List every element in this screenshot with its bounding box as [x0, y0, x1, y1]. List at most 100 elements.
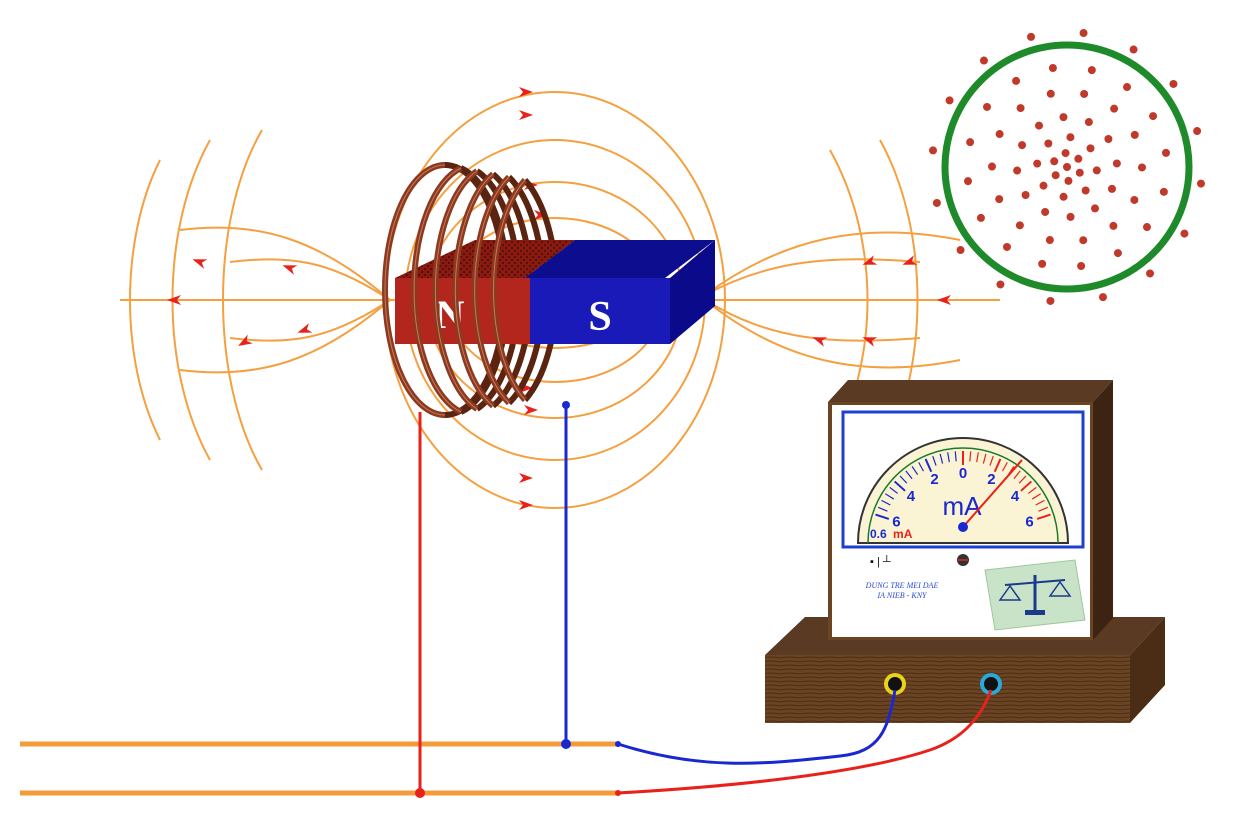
bar-magnet: N S [395, 240, 715, 344]
field-dot [1081, 186, 1090, 195]
field-arrow [862, 337, 878, 347]
field-arrow [519, 473, 533, 483]
field-dot [1161, 148, 1170, 157]
scales-logo [984, 559, 1086, 631]
field-dot [976, 213, 985, 222]
meter-pivot [958, 522, 968, 532]
coil-turn-highlight [384, 164, 446, 416]
field-dot [1146, 269, 1155, 278]
magnet-end-face [670, 240, 715, 344]
field-dot [1002, 242, 1011, 251]
field-dot [1015, 221, 1024, 230]
field-dot [1110, 104, 1119, 113]
meter-tick [1013, 470, 1021, 480]
meter-scale-label: 2 [930, 471, 938, 488]
field-dot [1130, 195, 1139, 204]
field-dot [1087, 66, 1096, 75]
meter-tick [885, 493, 895, 500]
meter-tick [1035, 499, 1045, 506]
meter-tick [947, 452, 950, 463]
meter-scale-label: 2 [987, 471, 995, 488]
field-dot [966, 138, 975, 147]
field-line-curve [179, 299, 391, 374]
field-dot [1033, 159, 1042, 168]
field-dot [1066, 212, 1075, 221]
field-dot [1084, 118, 1093, 127]
red-meter-wire [617, 689, 993, 795]
meter-tick [893, 480, 906, 492]
field-line-curve [704, 231, 961, 296]
field-line-curve [222, 129, 263, 471]
field-dot [1137, 163, 1146, 172]
field-arrow [238, 334, 253, 346]
meter-tick [911, 466, 919, 476]
meter-scale-label: 6 [1025, 513, 1033, 530]
field-arrow [519, 110, 533, 120]
magnet-south-face [530, 278, 670, 344]
meter-tick [982, 453, 987, 464]
field-dot [1196, 179, 1205, 188]
meter-reading-value: 0.6 [870, 527, 887, 541]
field-dot [1077, 261, 1086, 270]
magnet-top-north [395, 240, 575, 278]
field-arrow [192, 259, 208, 269]
field-dot [1079, 29, 1088, 38]
field-dot [1169, 79, 1178, 88]
meter-tick [875, 513, 890, 520]
field-dot [1079, 236, 1088, 245]
coil-leads [415, 401, 571, 798]
field-dot [995, 195, 1004, 204]
field-dot [988, 162, 997, 171]
cross-section-ring [941, 41, 1193, 293]
meter-reading-unit: mA [893, 527, 913, 541]
field-arrow [812, 337, 828, 347]
meter-needle [962, 459, 1023, 528]
south-pole-label: S [588, 294, 611, 340]
meter-tick [993, 458, 1002, 473]
field-dot [1092, 166, 1101, 175]
meter-case-top [828, 380, 1113, 402]
field-line-curve [129, 159, 161, 441]
field-dot [1142, 223, 1151, 232]
meter-tick [989, 455, 994, 466]
magnet-top-south [525, 240, 715, 278]
field-dot [1038, 259, 1047, 268]
field-arrow [937, 295, 951, 305]
coil-front-turns [382, 162, 528, 418]
field-dot [1104, 134, 1113, 143]
meter-tick [889, 486, 899, 494]
field-arrow [862, 255, 878, 265]
meter-tick [969, 451, 972, 462]
field-arrow [519, 500, 533, 510]
field-dot [1159, 187, 1168, 196]
meter-tick [1036, 513, 1051, 520]
field-dot [1091, 204, 1100, 213]
field-dot [1064, 176, 1073, 185]
field-arrow [519, 87, 533, 97]
meter-scale-ticks [875, 451, 1051, 520]
field-line-curve [704, 299, 961, 369]
field-dot [1074, 154, 1083, 163]
meter-case-side [1093, 380, 1113, 640]
field-dot [1041, 207, 1050, 216]
coil-turn-highlight [434, 170, 478, 410]
coil-turn-highlight [413, 167, 462, 413]
field-dot [1013, 166, 1022, 175]
field-dot [1059, 113, 1068, 122]
meter-tick [1001, 462, 1008, 472]
field-dot [979, 56, 988, 65]
meter-unit: mA [943, 491, 983, 521]
blue-lead-top [562, 401, 570, 409]
field-dot [1063, 163, 1071, 171]
meter-tick [1027, 486, 1037, 494]
meter-scale-label: 4 [907, 488, 916, 505]
field-dot [1050, 157, 1059, 166]
field-dot [1129, 45, 1138, 54]
field-dot [1045, 236, 1054, 245]
blue-meter-wire [617, 689, 897, 765]
field-dot [1107, 184, 1116, 193]
meter-tick [899, 475, 908, 484]
meter-maker-line2: IA NIEB - KNY [877, 591, 929, 600]
field-dot [1046, 89, 1055, 98]
meter-reading: 0.6 mA [870, 527, 913, 541]
